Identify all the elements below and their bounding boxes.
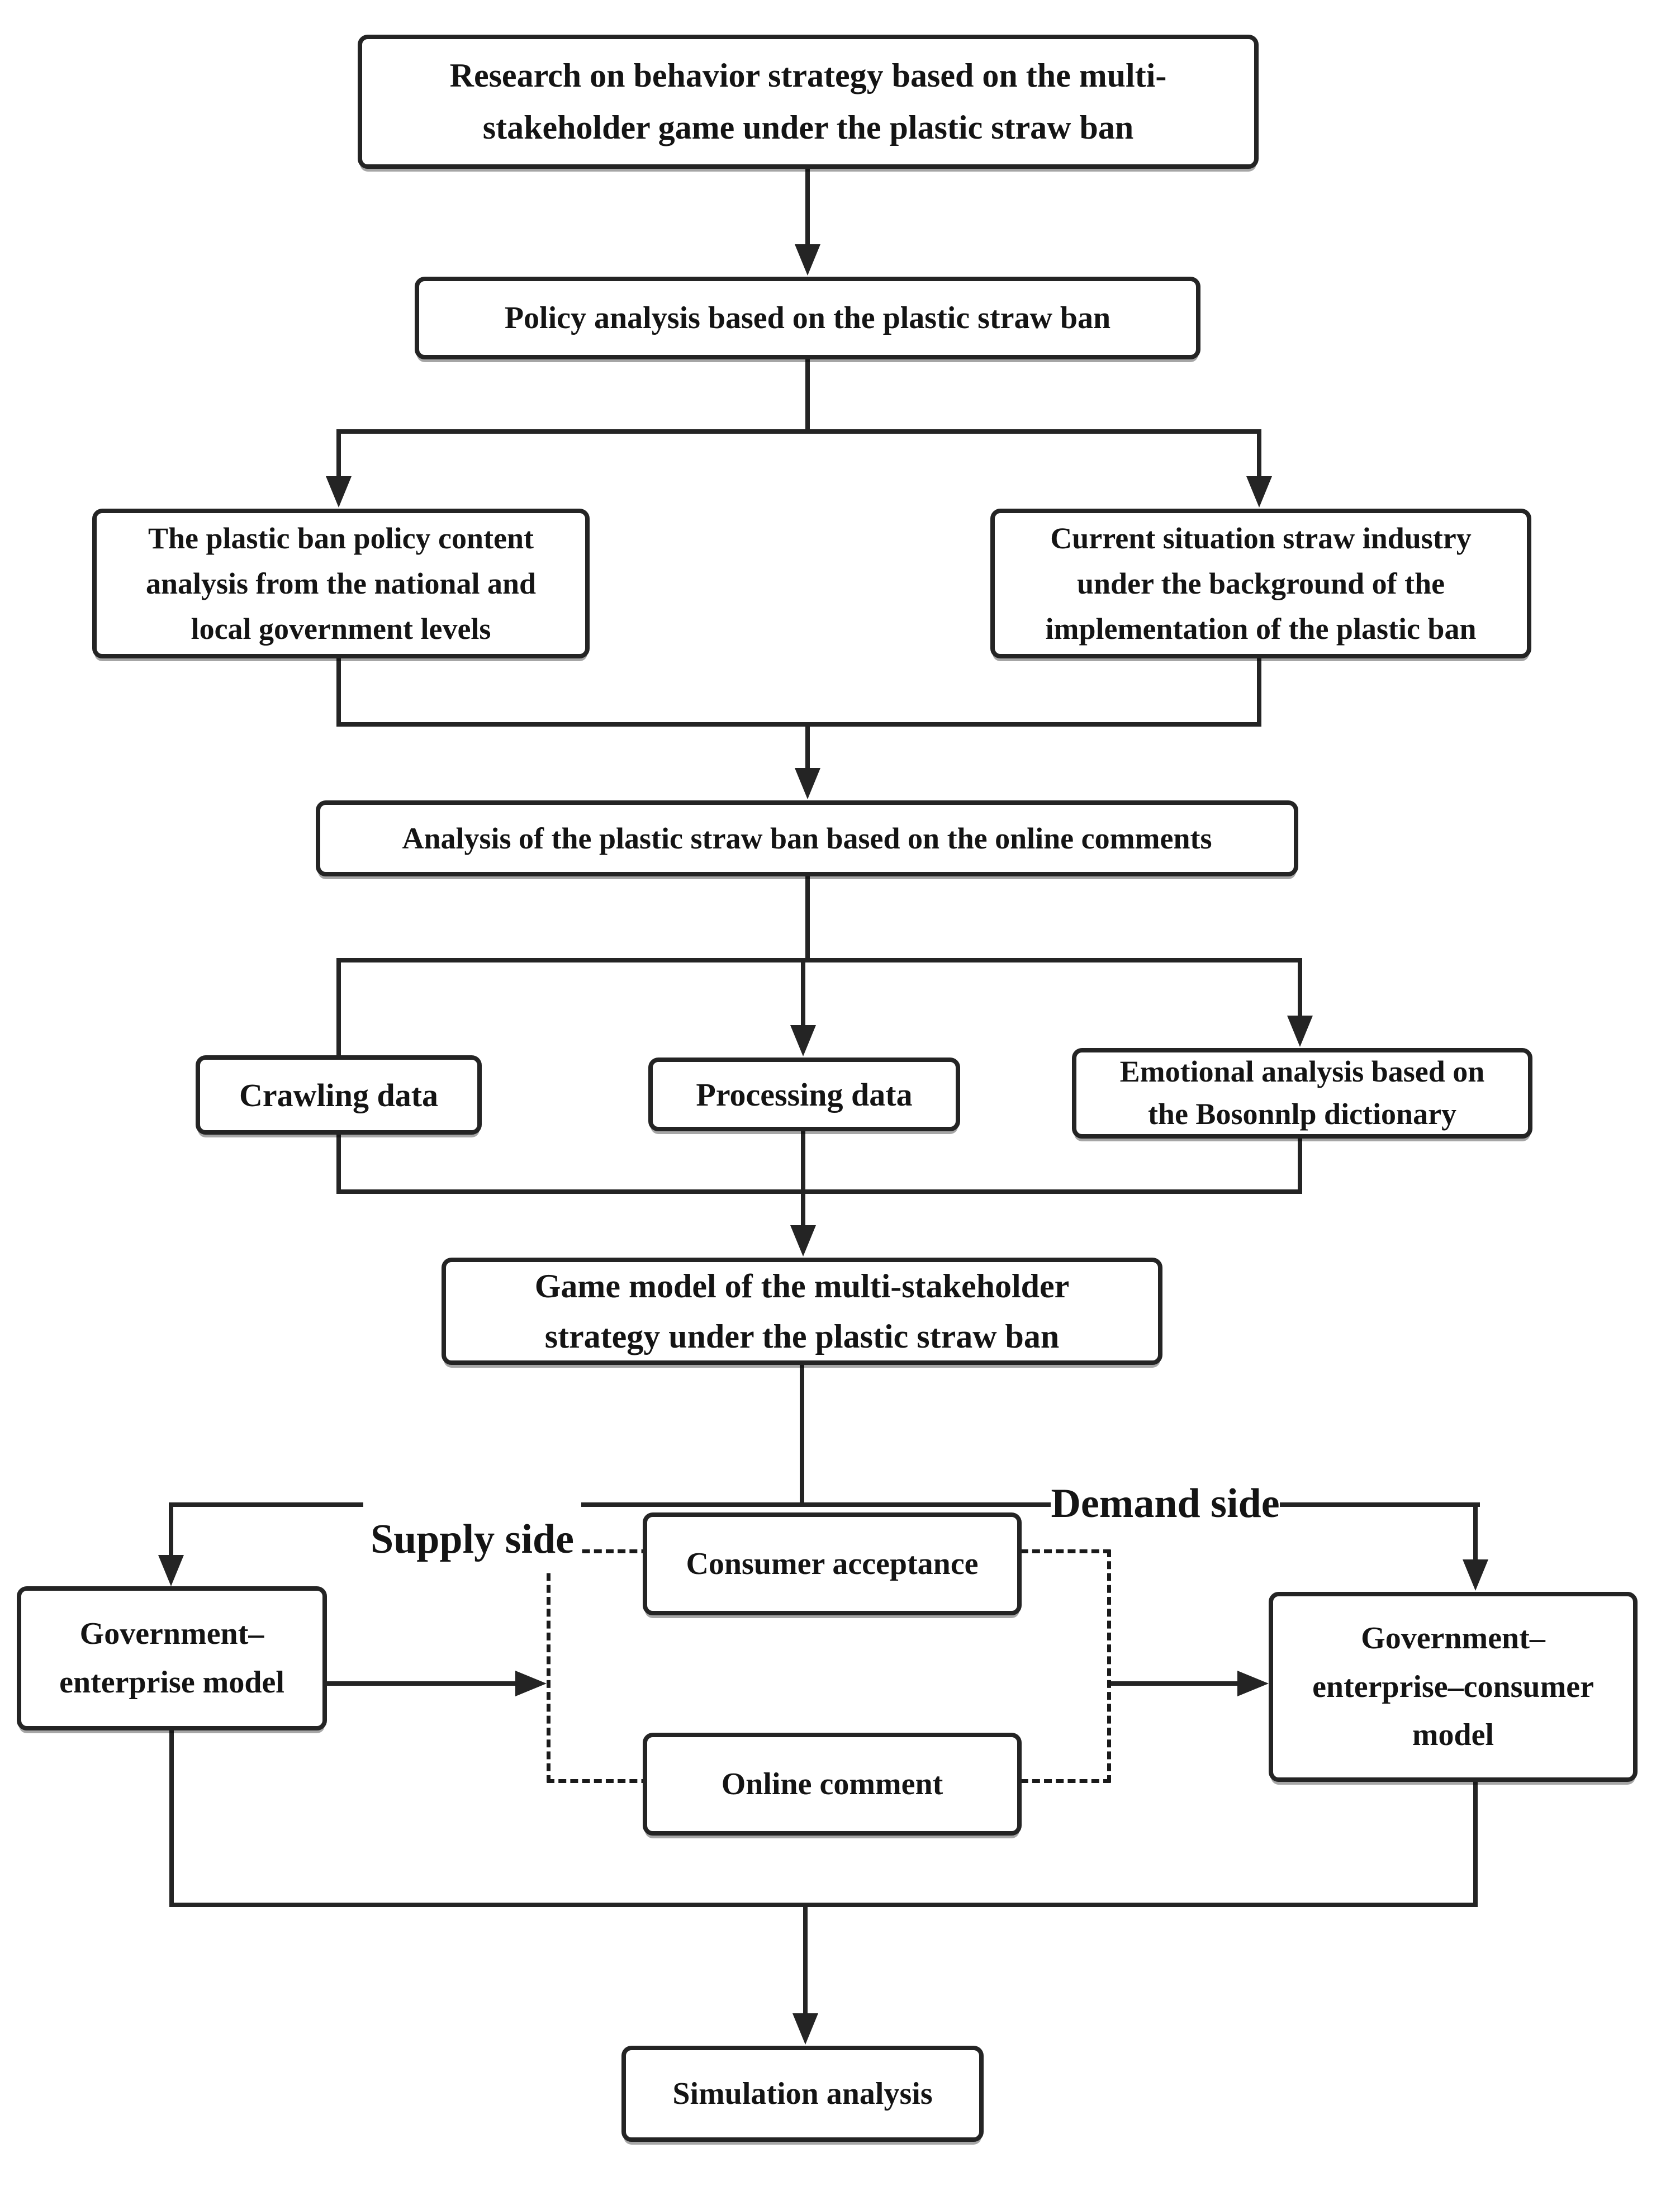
node-simulation-analysis-label: Simulation analysis — [672, 2076, 933, 2111]
demand-side-text: Demand side — [1051, 1480, 1280, 1526]
node-gov-enterprise-consumer-model: Government– enterprise–consumer model — [1269, 1592, 1638, 1782]
node-crawling-data: Crawling data — [196, 1055, 482, 1135]
connector-online-analysis-split — [805, 876, 810, 962]
connector-industry-join — [1257, 658, 1261, 727]
node-online-comment-label: Online comment — [721, 1767, 943, 1801]
node-crawling-data-label: Crawling data — [239, 1077, 439, 1113]
drop-to-processing — [801, 958, 805, 1026]
supply-side-label: Supply side — [363, 1500, 581, 1573]
node-processing-data-label: Processing data — [696, 1076, 913, 1113]
node-research: Research on behavior strategy based on t… — [358, 35, 1259, 169]
connector-join-online-analysis — [805, 722, 810, 769]
connector-dotted-gov-enterprise-consumer — [1111, 1681, 1237, 1686]
node-consumer-acceptance: Consumer acceptance — [643, 1512, 1022, 1615]
node-research-label: Research on behavior strategy based on t… — [449, 57, 1167, 146]
connector-processing-gather — [801, 1131, 805, 1194]
connector-policy-split — [805, 359, 810, 434]
node-straw-industry-label: Current situation straw industry under t… — [1045, 521, 1477, 646]
arrowhead-into-processing — [790, 1025, 816, 1056]
connector-gov-enterprise-consumer-collector — [1473, 1782, 1478, 1907]
connector-crawling-gather — [336, 1135, 341, 1194]
connector-gather-game — [801, 1189, 805, 1226]
branch-line-supply-demand — [171, 1502, 1480, 1507]
arrowhead-into-game — [790, 1225, 816, 1256]
node-gov-enterprise-consumer-model-label: Government– enterprise–consumer model — [1312, 1620, 1594, 1753]
connector-policy-content-join — [336, 658, 341, 727]
split-line-level3 — [339, 429, 1261, 434]
drop-to-emotional — [1298, 958, 1302, 1016]
node-simulation-analysis: Simulation analysis — [621, 2046, 984, 2142]
split-line-data — [336, 958, 1302, 962]
join-line-level3 — [336, 722, 1261, 727]
node-game-model: Game model of the multi-stakeholder stra… — [442, 1258, 1162, 1365]
drop-to-crawling — [336, 958, 341, 1055]
supply-side-text: Supply side — [370, 1516, 575, 1562]
node-gov-enterprise-model-label: Government– enterprise model — [59, 1616, 284, 1700]
arrowhead-into-emotional — [1287, 1016, 1313, 1047]
arrowhead-into-gov-enterprise-consumer-left — [1237, 1671, 1269, 1696]
node-online-analysis-label: Analysis of the plastic straw ban based … — [402, 822, 1212, 855]
node-policy-analysis-label: Policy analysis based on the plastic str… — [504, 301, 1111, 335]
node-policy-content-label: The plastic ban policy content analysis … — [145, 521, 537, 646]
node-emotional-analysis: Emotional analysis based on the Bosonnlp… — [1072, 1048, 1532, 1139]
node-policy-content: The plastic ban policy content analysis … — [92, 509, 590, 658]
arrowhead-into-gov-enterprise-consumer — [1463, 1559, 1488, 1591]
connector-gov-enterprise-dotted — [327, 1681, 516, 1686]
arrowhead-into-simulation — [792, 2013, 818, 2045]
gather-line-data — [336, 1189, 1302, 1194]
arrowhead-into-policy-content — [326, 476, 352, 508]
connector-gov-enterprise-collector — [169, 1730, 174, 1907]
demand-side-label: Demand side — [1051, 1470, 1280, 1537]
node-policy-analysis: Policy analysis based on the plastic str… — [415, 277, 1200, 359]
node-gov-enterprise-model: Government– enterprise model — [17, 1586, 327, 1730]
node-straw-industry: Current situation straw industry under t… — [990, 509, 1531, 658]
arrowhead-into-online-analysis — [795, 768, 820, 799]
collector-line-bottom — [169, 1903, 1478, 1907]
connector-game-branch — [800, 1365, 804, 1507]
drop-to-policy-content — [336, 429, 341, 477]
arrowhead-into-gov-enterprise — [158, 1555, 184, 1586]
arrowhead-into-dotted-left — [515, 1671, 547, 1696]
node-game-model-label: Game model of the multi-stakeholder stra… — [534, 1268, 1070, 1355]
drop-to-gov-enterprise — [169, 1502, 173, 1556]
node-emotional-analysis-label: Emotional analysis based on the Bosonnlp… — [1119, 1055, 1485, 1131]
node-consumer-acceptance-label: Consumer acceptance — [686, 1547, 979, 1581]
node-online-analysis: Analysis of the plastic straw ban based … — [316, 800, 1298, 876]
node-processing-data: Processing data — [648, 1058, 960, 1131]
arrowhead-into-policy — [795, 244, 820, 276]
drop-to-gov-enterprise-consumer — [1473, 1502, 1478, 1561]
connector-collector-simulation — [803, 1903, 808, 2014]
arrowhead-into-industry — [1246, 476, 1272, 508]
connector-research-policy — [805, 169, 810, 247]
drop-to-industry — [1257, 429, 1261, 477]
node-online-comment: Online comment — [643, 1733, 1022, 1836]
connector-emotional-gather — [1298, 1139, 1302, 1194]
